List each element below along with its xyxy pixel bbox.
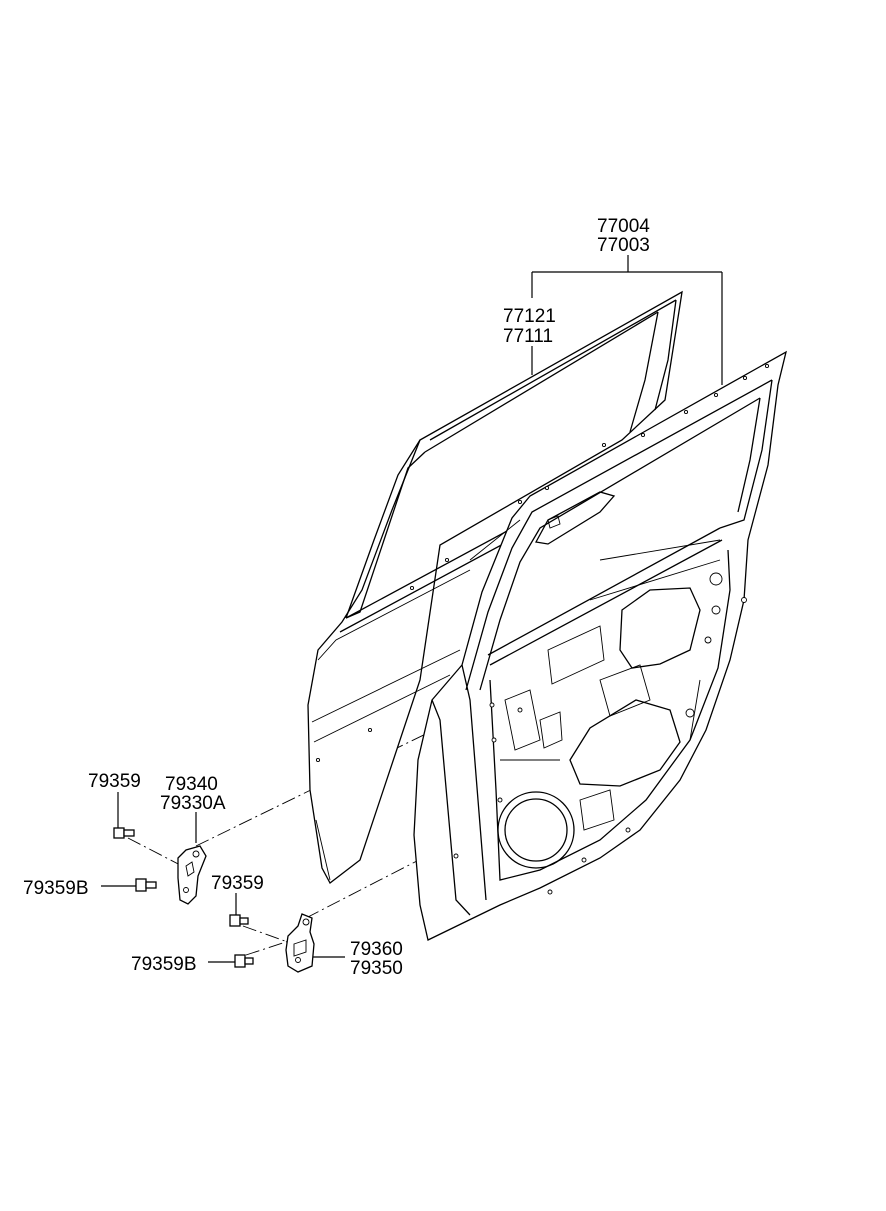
part-labels: 77004 77003 77121 77111 79359 79340 7933… <box>23 216 650 979</box>
leader-lines <box>101 255 723 963</box>
lower-hinge-bolt <box>234 954 254 968</box>
upper-hinge-bolt <box>135 878 157 892</box>
upper-hinge-screw <box>113 827 135 839</box>
label-77121: 77121 <box>503 306 556 327</box>
door-inner-frame <box>413 350 787 941</box>
label-79359B-upper: 79359B <box>23 878 89 899</box>
label-79340: 79340 <box>165 774 218 795</box>
alignment-lines <box>127 727 449 956</box>
lower-hinge-screw <box>229 914 249 927</box>
label-79330A: 79330A <box>160 793 226 814</box>
label-79359B-lower: 79359B <box>131 954 197 975</box>
label-79359-lower: 79359 <box>211 873 264 894</box>
label-77004: 77004 <box>597 216 650 237</box>
label-79350: 79350 <box>350 958 403 979</box>
label-79359-upper: 79359 <box>88 771 141 792</box>
lower-hinge <box>285 913 315 973</box>
upper-hinge <box>177 845 207 905</box>
label-77111: 77111 <box>503 326 553 347</box>
label-77003: 77003 <box>597 235 650 256</box>
label-79360: 79360 <box>350 939 403 960</box>
